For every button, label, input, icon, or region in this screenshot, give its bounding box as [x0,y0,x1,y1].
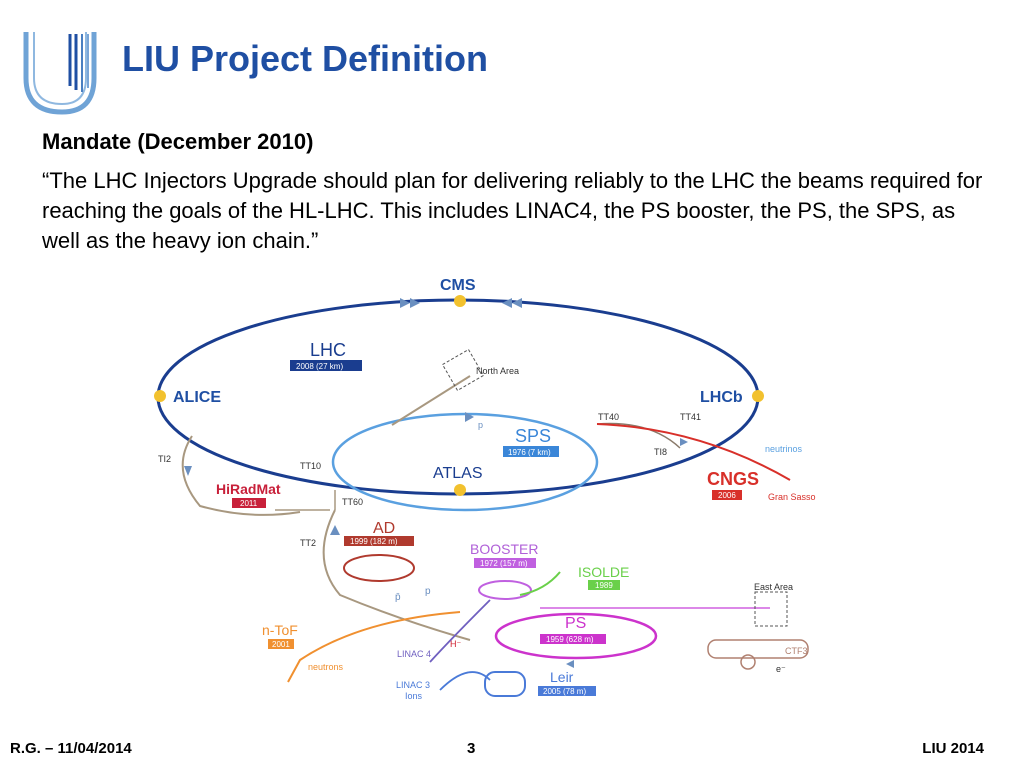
cngs-badge: 2006 [718,491,736,500]
linac4-label: LINAC 4 [397,649,431,659]
hiradmat-label: HiRadMat [216,481,281,497]
p-ad-label: p [425,586,431,597]
ps-ring [494,612,658,660]
sps-ring [331,412,599,512]
tt2-line [322,509,471,641]
atlas-dot [454,484,466,496]
ctf3-box [707,639,809,659]
cms-dot [454,295,466,307]
lhcb-dot [752,390,764,402]
ntof-badge: 2001 [272,640,290,649]
leir-ring [484,671,526,697]
ctf3-label: CTF3 [785,646,808,656]
isolde-label: ISOLDE [578,564,629,580]
pbar-label: p̄ [395,592,401,603]
booster-badge: 1972 (157 m) [480,559,528,568]
p-sps-label: p [478,420,483,430]
booster-label: BOOSTER [470,541,538,557]
ti2-line [181,435,301,516]
sps-badge: 1976 (7 km) [508,448,551,457]
tt40-label: TT40 [598,412,619,422]
linac3-label: LINAC 3 [396,680,430,690]
lhc-badge: 2008 (27 km) [296,362,343,371]
north-area-line [391,375,471,426]
mandate-heading: Mandate (December 2010) [42,129,314,154]
alice-label: ALICE [173,389,221,406]
tt2-label: TT2 [300,538,316,548]
isolde-line [519,571,561,596]
linac3-line [439,671,491,691]
ntof-line [287,611,461,683]
page-number: 3 [467,740,476,757]
east-area-label: East Area [754,582,793,592]
linac4-line [429,599,491,663]
east-area-box [754,591,788,627]
cngs-label: CNGS [707,469,759,489]
alice-dot [154,390,166,402]
sps-label: SPS [515,426,551,446]
ad-badge: 1999 (182 m) [350,537,398,546]
lhc-label: LHC [310,340,346,360]
ions-label: Ions [405,691,423,701]
ad-ring [343,554,415,582]
atlas-label: ATLAS [433,465,483,482]
ps-badge: 1959 (628 m) [546,635,594,644]
ad-label: AD [373,520,395,537]
ti2-label: TI2 [158,454,171,464]
lhcb-label: LHCb [700,389,743,406]
leir-label: Leir [550,669,574,685]
hiradmat-badge: 2011 [240,499,258,508]
north-area-box [441,348,485,392]
liu-logo [23,32,97,115]
gran-sasso-label: Gran Sasso [768,492,816,502]
cms-label: CMS [440,277,476,294]
footer-author-date: R.G. – 11/04/2014 [10,740,132,757]
leir-badge: 2005 (78 m) [543,687,586,696]
booster-ring [478,580,532,600]
page-title: LIU Project Definition [122,38,489,79]
footer-event: LIU 2014 [922,740,984,757]
ntof-label: n-ToF [262,622,298,638]
neutrinos-label: neutrinos [765,444,803,454]
tt10-label: TT10 [300,461,321,471]
electron-label: e⁻ [776,664,786,674]
hminus-label: H⁻ [450,639,461,649]
ti8-label: TI8 [654,447,667,457]
accelerator-complex-diagram: CMS LHC 2008 (27 km) ALICE LHCb North Ar… [154,277,816,701]
north-area-label: North Area [476,366,519,376]
tt60-label: TT60 [342,497,363,507]
tt41-cngs-line [596,423,791,481]
tt41-label: TT41 [680,412,701,422]
mandate-text: “The LHC Injectors Upgrade should plan f… [42,168,983,253]
neutrons-label: neutrons [308,662,344,672]
isolde-badge: 1989 [595,581,613,590]
ps-label: PS [565,615,586,632]
